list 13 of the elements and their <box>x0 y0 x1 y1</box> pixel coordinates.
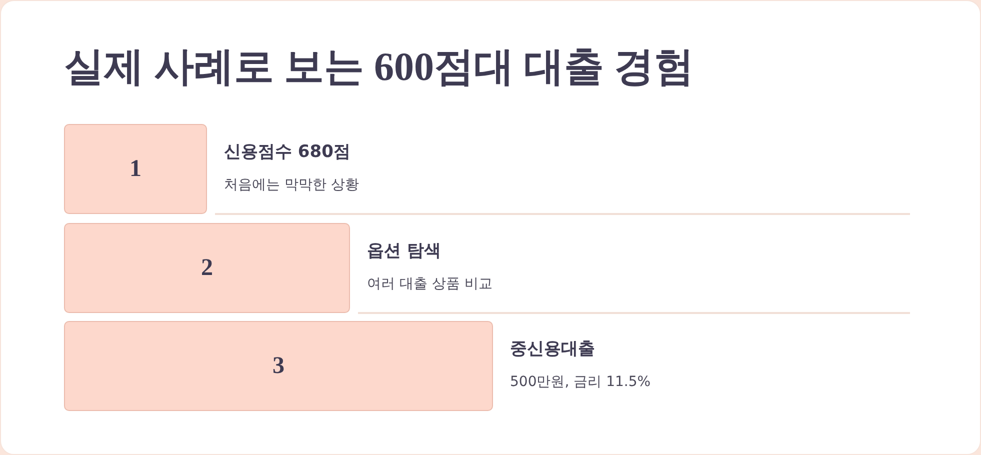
step-number: 3 <box>272 352 284 380</box>
step-heading: 중신용대출 <box>510 338 595 361</box>
step-box <box>64 321 493 411</box>
step-heading: 신용점수 680점 <box>224 141 350 164</box>
page-title: 실제 사례로 보는 600점대 대출 경험 <box>64 43 694 91</box>
step-description: 처음에는 막막한 상황 <box>224 176 359 195</box>
step-heading: 옵션 탐색 <box>367 240 441 263</box>
step-description: 여러 대출 상품 비교 <box>367 275 492 294</box>
step-description: 500만원, 금리 11.5% <box>510 373 651 392</box>
step-box <box>64 124 207 214</box>
step-number: 1 <box>130 155 142 183</box>
step-number: 2 <box>201 254 213 282</box>
step-box <box>64 223 350 313</box>
